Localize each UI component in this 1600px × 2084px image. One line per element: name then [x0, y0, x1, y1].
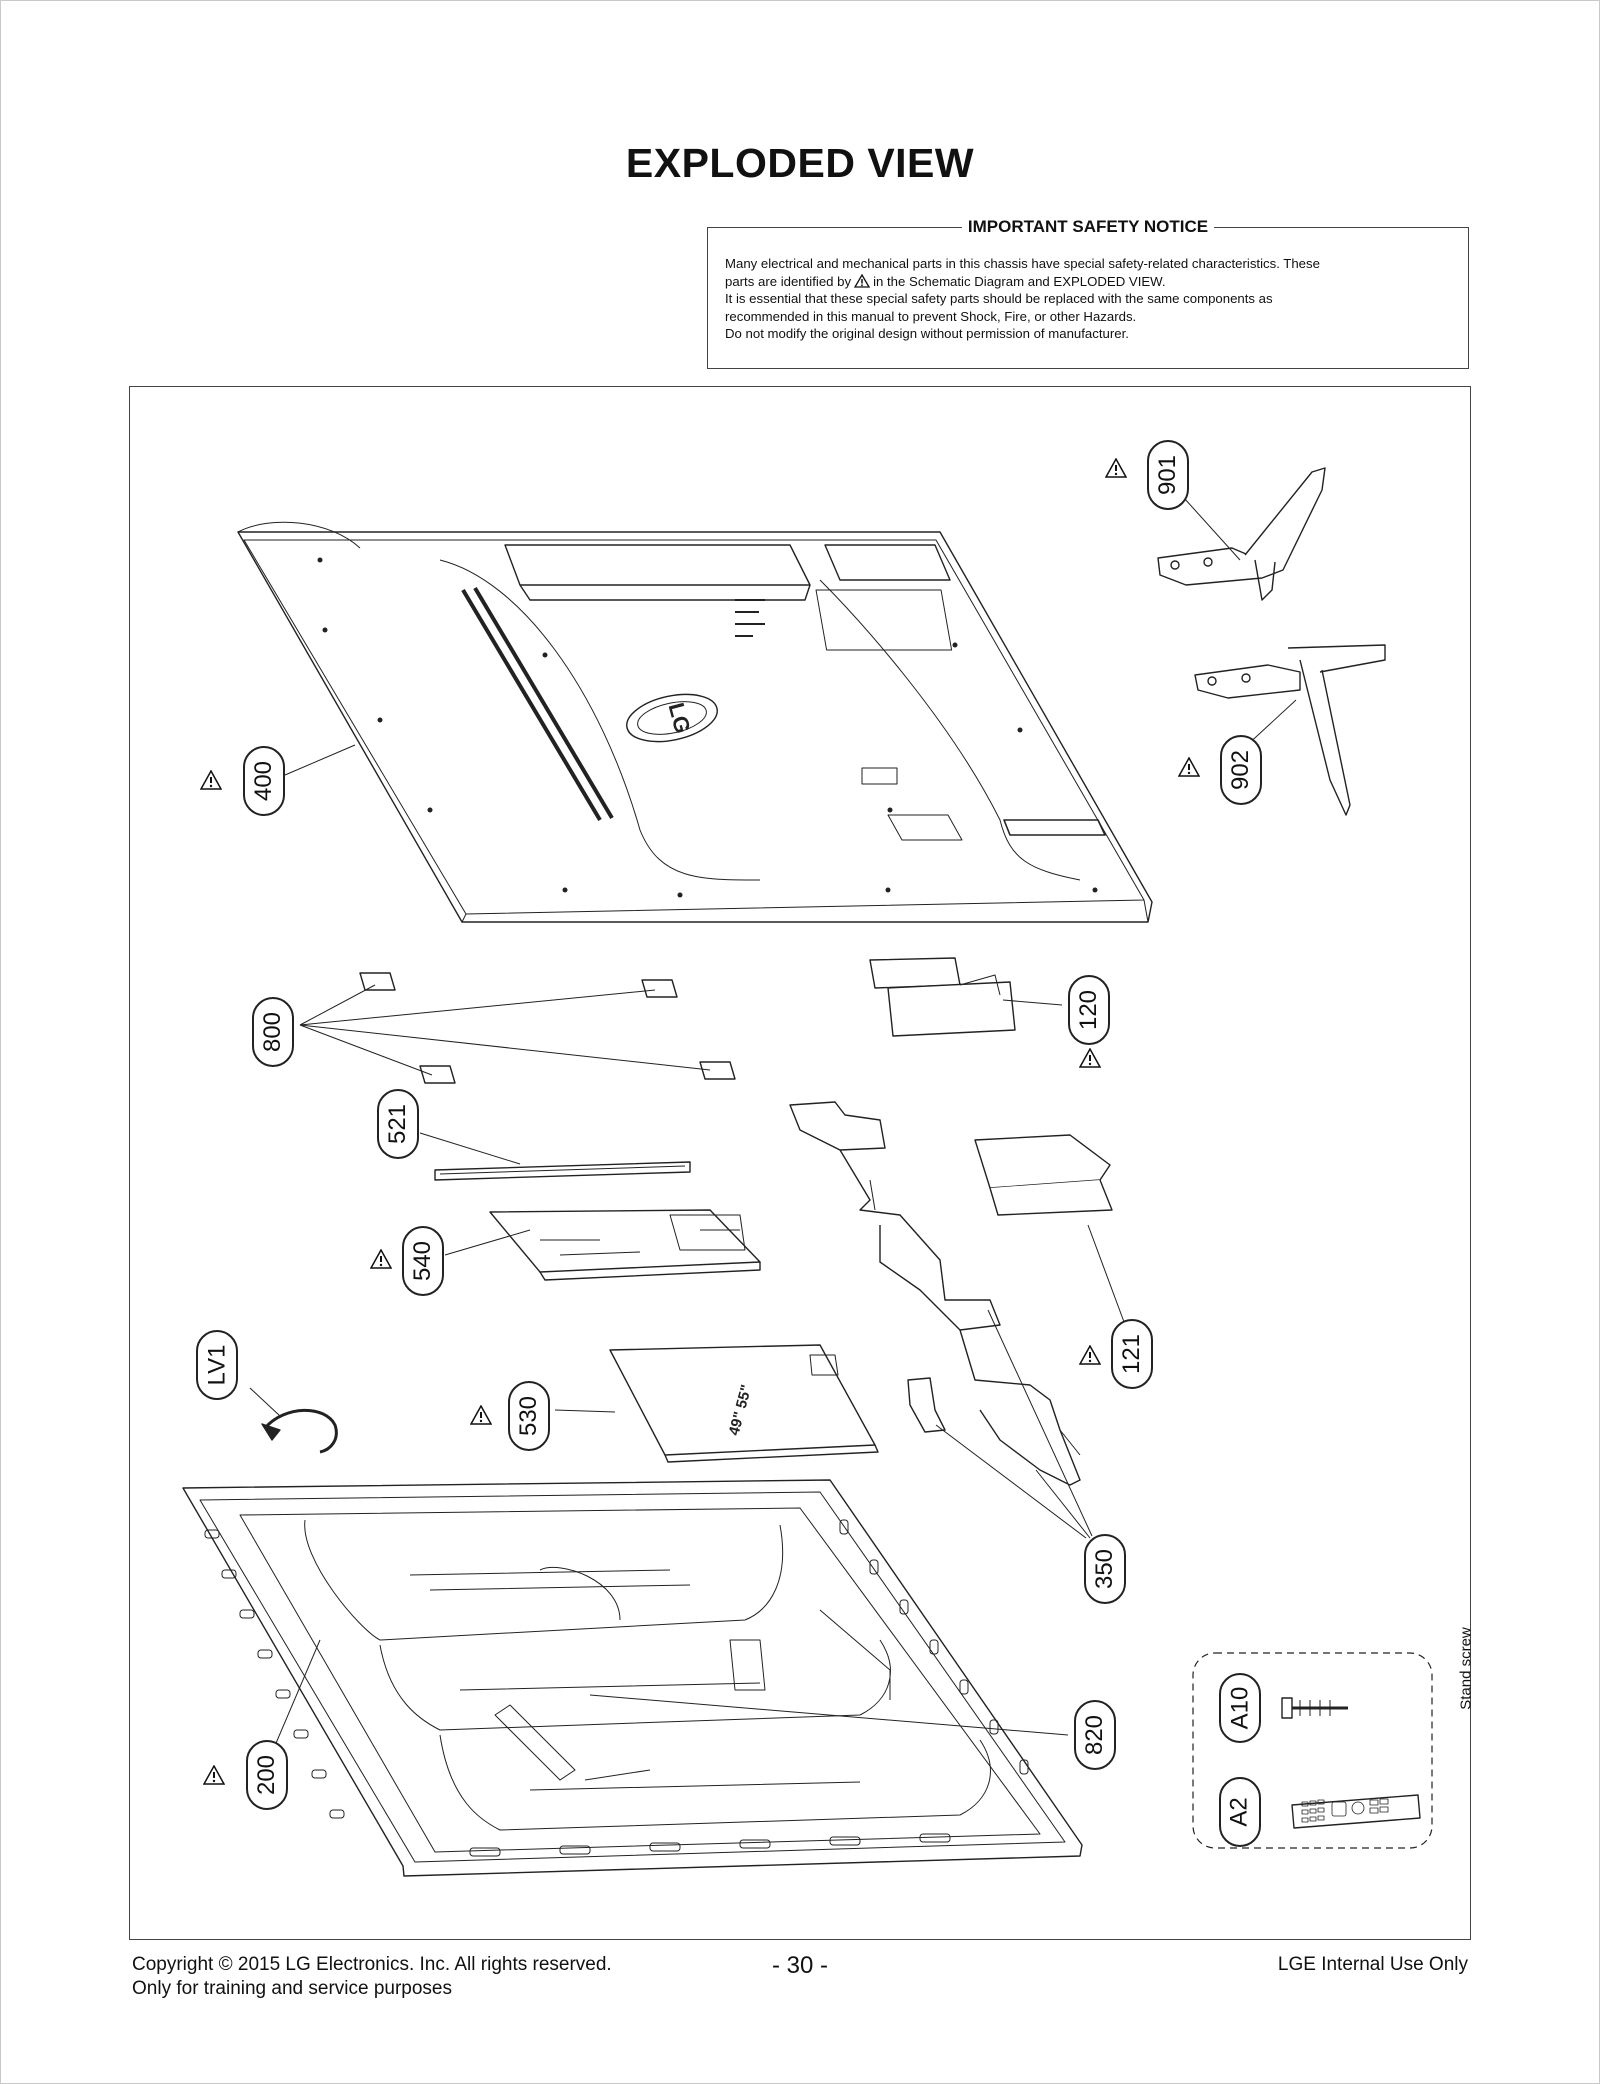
- exploded-diagram-frame: [129, 386, 1471, 1940]
- notice-line-1: Many electrical and mechanical parts in …: [725, 256, 1320, 271]
- callout-400[interactable]: 400: [243, 746, 285, 816]
- warning-triangle-icon: [1178, 757, 1200, 777]
- callout-a2[interactable]: A2: [1219, 1777, 1261, 1847]
- safety-notice-title: IMPORTANT SAFETY NOTICE: [708, 216, 1468, 238]
- warning-triangle-icon: [200, 770, 222, 790]
- footer-left: Copyright © 2015 LG Electronics. Inc. Al…: [132, 1953, 612, 2001]
- stand-bracket-350-parts: [789, 1101, 1093, 1539]
- page-title: EXPLODED VIEW: [625, 140, 975, 186]
- purpose-text: Only for training and service purposes: [132, 1978, 452, 1999]
- callout-120[interactable]: 120: [1068, 975, 1110, 1045]
- callout-521[interactable]: 521: [377, 1089, 419, 1159]
- warning-triangle-icon: [370, 1249, 392, 1269]
- warning-triangle-icon: [1079, 1048, 1101, 1068]
- stand-901-part: [1157, 467, 1326, 601]
- callout-a10[interactable]: A10: [1219, 1673, 1261, 1743]
- notice-line-3: It is essential that these special safet…: [725, 291, 1273, 306]
- callout-902[interactable]: 902: [1220, 735, 1262, 805]
- bar-521-part: [419, 1132, 691, 1181]
- warning-triangle-icon: [1105, 458, 1127, 478]
- callout-540[interactable]: 540: [402, 1226, 444, 1296]
- main-board-540-part: [444, 1209, 761, 1281]
- stand-screw-label: Stand screw: [1457, 1627, 1475, 1710]
- notice-line-2a: parts are identified by: [725, 273, 852, 289]
- front-frame-200-part: [182, 1479, 1083, 1877]
- callout-820[interactable]: 820: [1074, 1700, 1116, 1770]
- page-number: - 30 -: [771, 1952, 828, 1979]
- safety-notice-box: IMPORTANT SAFETY NOTICE Many electrical …: [707, 217, 1469, 369]
- accessory-parts-box: [1192, 1652, 1433, 1849]
- callout-800[interactable]: 800: [252, 997, 294, 1067]
- safety-notice-title-text: IMPORTANT SAFETY NOTICE: [961, 217, 1215, 236]
- cable-lv1-part: [249, 1387, 338, 1454]
- callout-350[interactable]: 350: [1084, 1534, 1126, 1604]
- warning-triangle-icon: [854, 273, 871, 288]
- power-board-530-part: [554, 1344, 879, 1463]
- callout-901[interactable]: 901: [1147, 440, 1189, 510]
- callout-200[interactable]: 200: [246, 1740, 288, 1810]
- warning-triangle-icon: [470, 1405, 492, 1425]
- notice-line-2: parts are identified by in the Schematic …: [725, 273, 1453, 291]
- notice-line-5: Do not modify the original design withou…: [725, 326, 1129, 341]
- safety-notice-body: Many electrical and mechanical parts in …: [725, 255, 1453, 343]
- warning-triangle-icon: [203, 1765, 225, 1785]
- notice-line-2b: in the Schematic Diagram and EXPLODED VI…: [873, 273, 1166, 289]
- internal-use-text: LGE Internal Use Only: [1277, 1954, 1468, 1975]
- notice-line-4: recommended in this manual to prevent Sh…: [725, 308, 1137, 324]
- copyright-text: Copyright © 2015 LG Electronics. Inc. Al…: [132, 1954, 612, 1975]
- bracket-800-parts: [299, 972, 736, 1084]
- module-120-part: [869, 957, 1063, 1037]
- callout-lv1[interactable]: LV1: [196, 1330, 238, 1400]
- back-cover-part: [237, 521, 1153, 923]
- callout-530[interactable]: 530: [508, 1381, 550, 1451]
- stand-902-part: [1194, 644, 1386, 816]
- warning-triangle-icon: [1079, 1345, 1101, 1365]
- module-121-part: [974, 1134, 1128, 1331]
- callout-121[interactable]: 121: [1111, 1319, 1153, 1389]
